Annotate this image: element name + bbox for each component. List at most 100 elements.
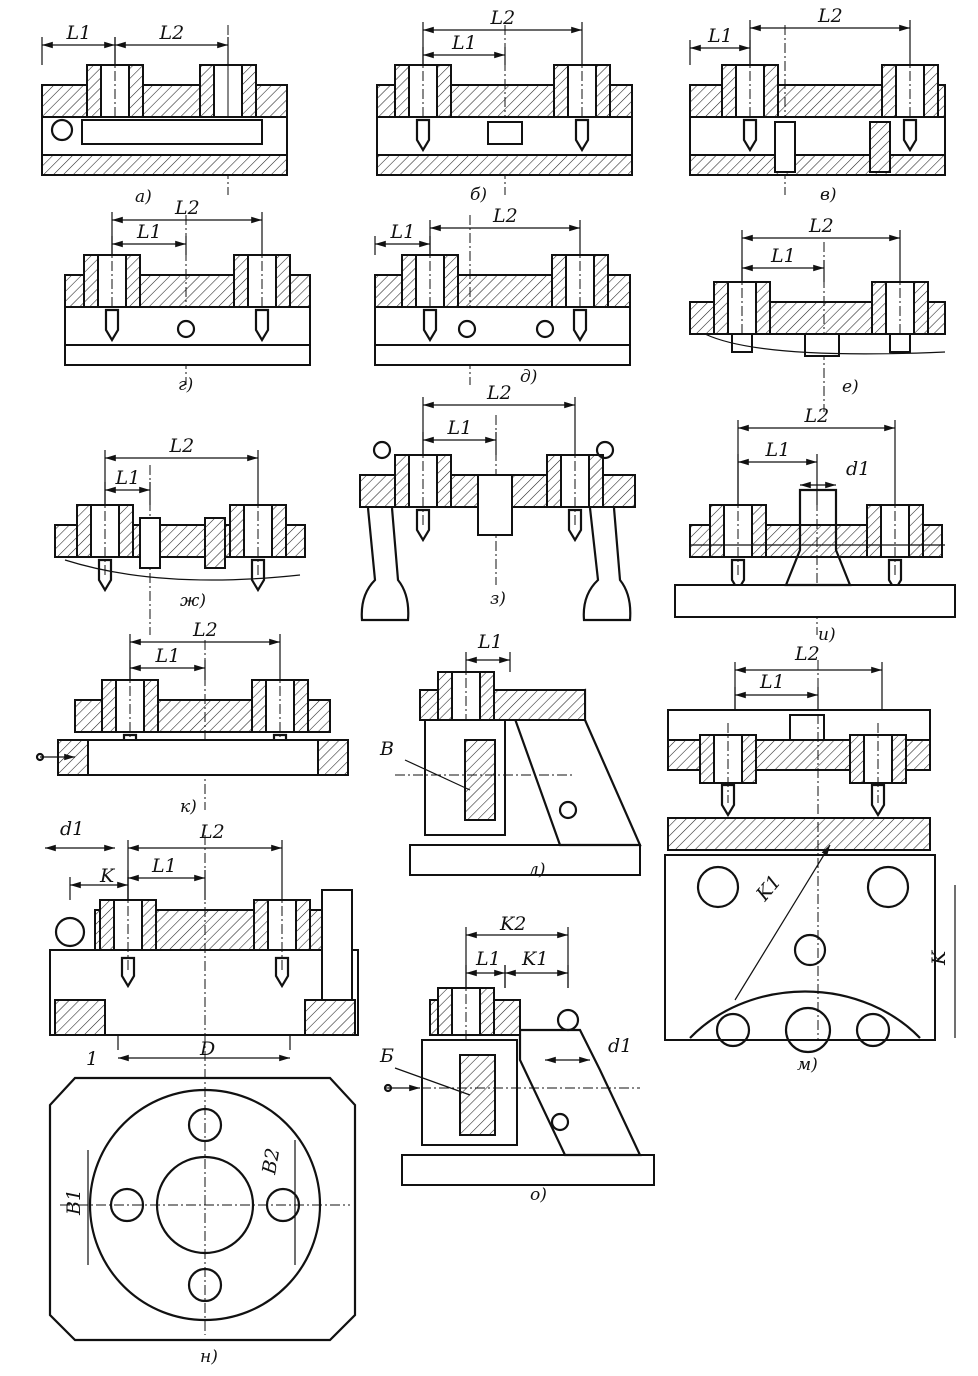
locating-pin [274,956,290,989]
dimension: K1 [504,948,569,988]
index-hole [793,933,827,967]
dimension: L2 [749,5,911,65]
figure-caption: и) [818,625,836,645]
dimension: L1 [689,25,751,65]
dimension-label: L2 [817,5,843,27]
dimension-label: d1 [846,458,870,480]
locating-pin [902,118,918,153]
dimension: L1 [104,467,151,505]
dimension: L1 [734,671,819,710]
support-leg [582,507,632,622]
leader-line [394,1067,471,1096]
rotary-table [664,854,936,1041]
bracket-base [409,844,641,876]
dimension-label: L2 [159,22,185,44]
dimension: L2 [114,22,229,65]
index-hole [784,1006,832,1054]
dimension-label: L1 [477,631,503,653]
clamp-block [304,999,356,1036]
dimension-label: L2 [199,821,225,843]
locating-pin [97,558,113,593]
dimension-label: K [928,949,950,966]
dimension: L1 [374,221,431,255]
dimension: K [69,865,129,900]
dimension: L2 [741,215,901,282]
dimension-label: L2 [174,197,200,219]
locating-pin [720,783,736,818]
dimension-label: B2 [258,1146,284,1176]
locating-pin [574,118,590,153]
locating-pin [254,308,270,343]
locating-pin [742,118,758,153]
dimension: L1 [465,631,511,672]
locator [464,739,496,821]
dimension-label: L2 [492,205,518,227]
handle-knob [372,440,392,460]
dimension-label: L1 [475,948,501,970]
fixture-body [57,739,349,776]
base-plate [689,154,946,176]
dimension-label: K2 [499,913,526,935]
figure-caption: з) [490,589,506,609]
index-hole [715,1012,751,1048]
dimension: K2 [465,913,569,988]
locating-pin [415,508,431,543]
center-bushing [804,333,840,357]
dimension: D [117,1035,291,1062]
dimension: L1 [422,32,506,65]
dimension-label: d1 [608,1035,632,1057]
dimension-label: L2 [192,619,218,641]
support-leg [360,507,410,622]
center-bushing [487,121,523,145]
bracket-base [401,1154,655,1186]
section-label: Б [379,1045,394,1067]
dimension-label: L1 [115,467,141,489]
base-plate [376,154,633,176]
dimension: d1 [545,1035,632,1064]
bushing-plan [187,1267,223,1303]
dimension-label: L1 [136,221,162,243]
figure-caption: е) [842,377,859,397]
guide-pin [869,121,891,173]
fixture-body [64,306,311,346]
figure-caption: л) [528,860,545,880]
break-line [704,333,946,355]
dimension-label: L1 [451,32,477,54]
dimension-label: L1 [759,671,785,693]
figure-caption: м) [797,1055,818,1075]
dimension-label: D [199,1038,215,1060]
dimension-label: K1 [521,948,548,970]
dimension: L2 [429,205,581,255]
center-bushing [477,474,513,536]
dimension: L2 [422,7,583,65]
base-plate [674,584,956,618]
locating-pin [120,956,136,989]
locating-pin [250,558,266,593]
dimension: L2 [422,382,576,455]
dimension-label: L1 [707,25,733,47]
base-plate [64,344,311,366]
locating-pin [415,118,431,153]
workpiece [81,119,263,145]
part-hole [535,319,555,339]
leader-line [404,759,471,791]
hinge [54,916,86,948]
part-hole [457,319,477,339]
side-stop [317,739,349,776]
dimension-label: L2 [794,643,820,665]
locating-pin [567,508,583,543]
dimension-label: K [99,865,116,887]
dimension-label: L2 [486,382,512,404]
dimension-label: L2 [808,215,834,237]
table [667,817,931,851]
diamond-pin [784,488,852,587]
